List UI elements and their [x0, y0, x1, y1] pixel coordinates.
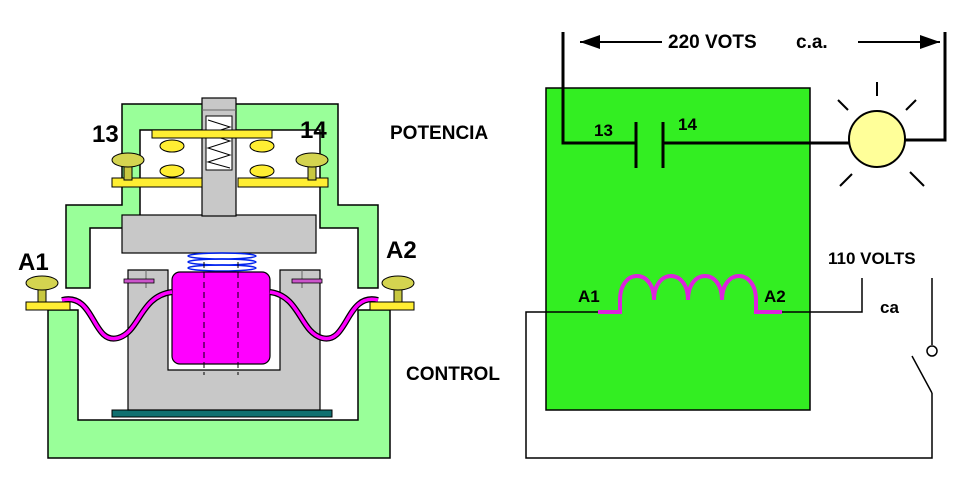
return-spring — [187, 252, 257, 272]
fixed-core — [127, 269, 321, 411]
lamp-icon — [837, 82, 925, 187]
schematic: 220 VOTS c.a. 13 14 — [525, 32, 947, 459]
label-contact-13: 13 — [594, 121, 613, 140]
control-switch — [911, 345, 938, 394]
base-plate — [111, 409, 333, 418]
voltage-dimension-arrow — [580, 35, 940, 49]
label-voltage-control-type: ca — [880, 298, 899, 317]
contactor-cross-section: 13 14 A1 A2 — [18, 97, 417, 459]
housing-frame — [47, 309, 391, 459]
top-spring — [206, 119, 232, 169]
contact-bridge — [151, 129, 273, 139]
label-contact-14: 14 — [678, 115, 697, 134]
mobile-armature — [121, 214, 317, 254]
label-control: CONTROL — [406, 364, 500, 385]
label-terminal-a1: A1 — [18, 249, 49, 276]
screw-terminal-13 — [111, 152, 145, 181]
label-coil-a1: A1 — [578, 287, 600, 306]
label-voltage-control: 110 VOLTS — [828, 249, 916, 268]
coil-symbol — [598, 274, 782, 314]
label-voltage-power: 220 VOTS — [668, 32, 757, 53]
label-terminal-13: 13 — [92, 121, 119, 148]
screw-terminal-14 — [295, 152, 329, 181]
control-circuit-wire — [525, 278, 933, 459]
relay-block — [545, 87, 811, 411]
power-circuit-wire — [561, 32, 947, 145]
label-voltage-power-type: c.a. — [796, 32, 828, 53]
label-terminal-a2: A2 — [386, 237, 417, 264]
screw-terminal-a1 — [25, 275, 71, 311]
label-potencia: POTENCIA — [390, 123, 488, 144]
no-contact — [634, 122, 665, 168]
coil-body — [171, 271, 271, 365]
screw-terminal-a2 — [369, 275, 415, 311]
label-terminal-14: 14 — [300, 117, 327, 144]
label-coil-a2: A2 — [764, 287, 786, 306]
